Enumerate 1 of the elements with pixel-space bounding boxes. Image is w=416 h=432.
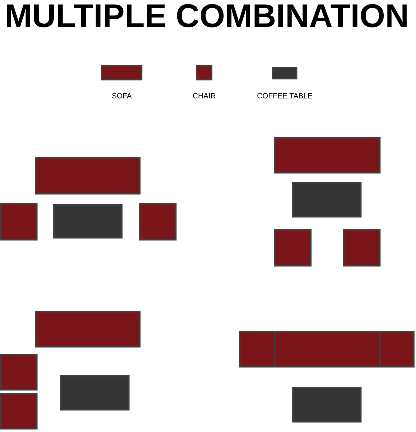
title: MULTIPLE COMBINATION — [7, 4, 407, 28]
